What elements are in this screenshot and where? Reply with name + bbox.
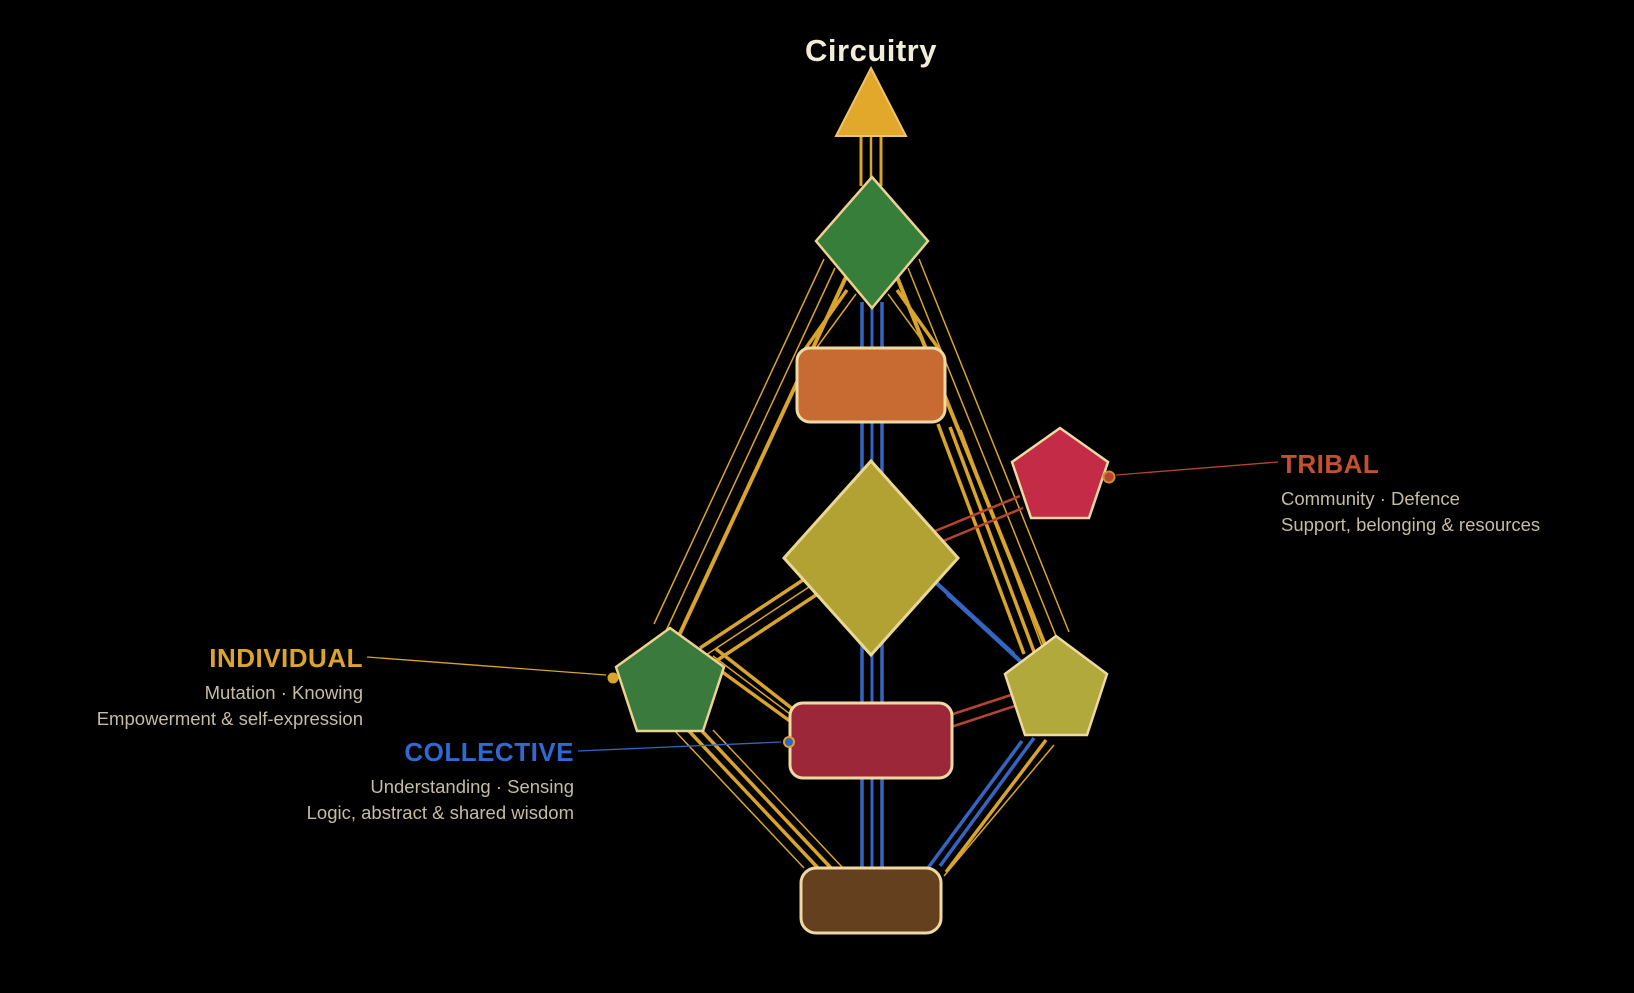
diagram-title: Circuitry <box>805 33 937 68</box>
channel-spleen-root-thin1 <box>673 729 805 869</box>
tribal-heading: TRIBAL <box>1281 449 1380 479</box>
throat-center-shape <box>795 346 947 424</box>
collective-line1: Understanding · Sensing <box>370 776 574 797</box>
channel-throat-solarplexus-thin <box>960 429 1048 661</box>
channel-kite-right-thin1 <box>907 267 1059 642</box>
channel-spleen-sacral-a <box>714 647 796 712</box>
tribal-line1: Community · Defence <box>1281 488 1460 509</box>
channel-solarplexus-root-blue1 <box>926 739 1024 870</box>
channel-sacral-solarplexus-red-b <box>950 703 1019 729</box>
channel-solarplexus-root-gold <box>944 738 1048 874</box>
solar-plexus-center-shape <box>1003 634 1109 737</box>
tribal-sublines: Community · Defence Support, belonging &… <box>1281 486 1540 537</box>
individual-line2: Empowerment & self-expression <box>96 707 363 729</box>
root-center-shape <box>799 866 943 935</box>
channel-ajna-throat-left-a <box>801 288 849 354</box>
head-center-shape <box>834 65 908 137</box>
individual-heading: INDIVIDUAL <box>209 643 363 673</box>
g-center-shape <box>781 458 961 658</box>
collective-label-block: COLLECTIVE Understanding · Sensing Logic… <box>307 737 574 825</box>
channel-kite-right-thin2 <box>918 258 1070 633</box>
channel-spleen-root-a <box>686 728 820 870</box>
tribal-line2: Support, belonging & resources <box>1281 513 1541 535</box>
collective-heading: COLLECTIVE <box>404 737 574 767</box>
individual-line1: Mutation · Knowing <box>204 682 363 703</box>
tribal-callout-dot <box>1102 470 1116 484</box>
channel-kite-left-main <box>674 276 848 643</box>
channel-g-spleen-b <box>712 591 820 665</box>
tribal-callout-line <box>1115 461 1279 476</box>
collective-callout-dot <box>783 736 795 748</box>
channel-throat-solarplexus-b <box>948 426 1038 658</box>
channel-ajna-throat-right-b <box>887 293 933 355</box>
channel-g-heart-red-b <box>930 506 1024 548</box>
channel-g-heart-red-a <box>927 494 1021 536</box>
spleen-center-shape <box>614 626 726 733</box>
channel-ajna-throat-left-b <box>811 293 857 355</box>
channel-solarplexus-root-blue2 <box>938 736 1036 868</box>
individual-label-block: INDIVIDUAL Mutation · Knowing Empowermen… <box>97 643 363 731</box>
channel-sacral-solarplexus-red-a <box>949 692 1015 717</box>
channel-spleen-sacral-thin <box>712 655 795 718</box>
channel-kite-left-thin1 <box>664 267 836 634</box>
collective-line2: Logic, abstract & shared wisdom <box>306 801 574 823</box>
sacral-center-shape <box>788 701 954 780</box>
channel-ajna-throat-right-a <box>895 288 943 354</box>
channel-g-spleen-thin <box>705 584 813 656</box>
collective-callout-line <box>577 741 782 752</box>
tribal-label-block: TRIBAL Community · Defence Support, belo… <box>1281 449 1540 537</box>
channel-g-spleen-a <box>699 576 807 650</box>
heart-center-shape <box>1010 426 1110 520</box>
channel-kite-left-thin2 <box>653 258 825 625</box>
channel-solarplexus-root-gold-thin <box>943 744 1055 877</box>
channel-spleen-root-thin2 <box>712 729 844 869</box>
channel-spleen-root-b <box>699 728 833 870</box>
collective-sublines: Understanding · Sensing Logic, abstract … <box>307 774 574 825</box>
individual-sublines: Mutation · Knowing Empowerment & self-ex… <box>97 680 363 731</box>
ajna-center-shape <box>814 175 930 310</box>
individual-callout-line <box>366 656 607 676</box>
channel-throat-solarplexus-a <box>936 423 1026 655</box>
channel-spleen-sacral-b <box>708 661 796 726</box>
individual-callout-dot <box>607 672 619 684</box>
